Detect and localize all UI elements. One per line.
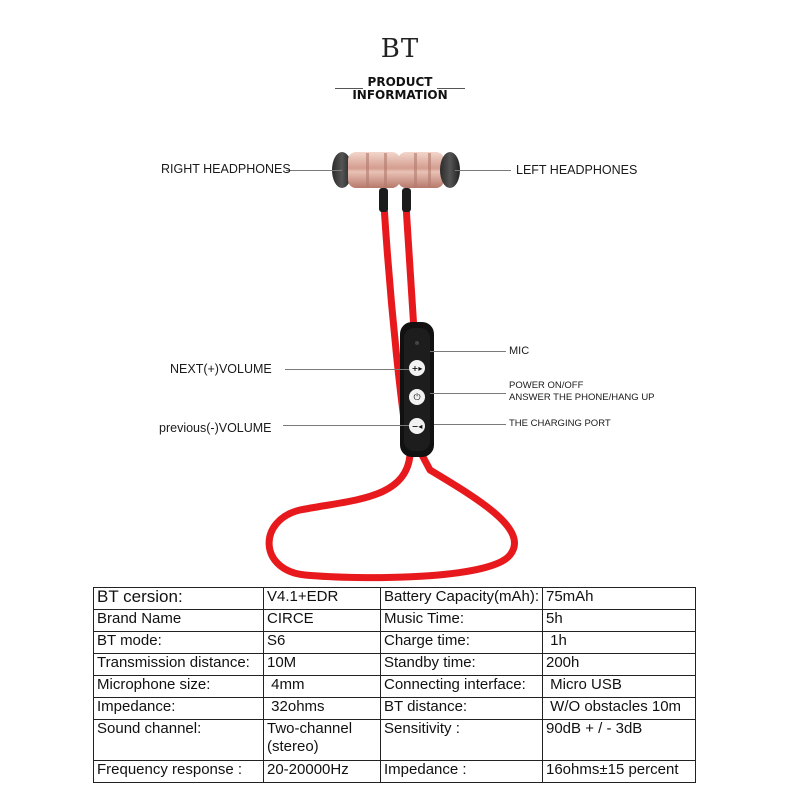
power-button-icon xyxy=(409,389,425,405)
label-mic: MIC xyxy=(509,345,530,357)
label-power: POWER ON/OFF ANSWER THE PHONE/HANG UP xyxy=(509,380,655,404)
spec-label: Frequency response : xyxy=(93,760,264,783)
left-earbud-icon xyxy=(398,152,460,188)
previous-volume-button-icon xyxy=(409,418,425,434)
label-charging-port: THE CHARGING PORT xyxy=(509,418,611,429)
spec-label: Sensitivity : xyxy=(380,719,543,761)
label-next-volume: NEXT(+)VOLUME xyxy=(170,362,272,376)
spec-value: S6 xyxy=(263,631,381,654)
subtitle-line-2: INFORMATION xyxy=(352,88,448,102)
spec-value: 16ohms±15 percent xyxy=(542,760,696,783)
earphone-illustration: +▸ ⏻ −◂ xyxy=(265,152,518,582)
table-row: Impedance: 32ohms BT distance: W/O obsta… xyxy=(93,697,696,720)
table-row: Sound channel: Two-channel (stereo) Sens… xyxy=(93,719,696,761)
spec-value: CIRCE xyxy=(263,609,381,632)
label-right-headphones: RIGHT HEADPHONES xyxy=(161,162,291,176)
table-row: BT cersion: V4.1+EDR Battery Capacity(mA… xyxy=(93,587,696,610)
spec-value: 10M xyxy=(263,653,381,676)
page-title: BT xyxy=(380,34,420,64)
spec-value: 20-20000Hz xyxy=(263,760,381,783)
spec-label: Sound channel: xyxy=(93,719,264,761)
spec-label: BT cersion: xyxy=(93,587,264,610)
spec-label: Transmission distance: xyxy=(93,653,264,676)
left-stem xyxy=(402,188,411,212)
right-stem xyxy=(379,188,388,212)
callout-line-right-headphones xyxy=(286,170,342,171)
spec-value: 90dB + / - 3dB xyxy=(542,719,696,761)
svg-text:+▸: +▸ xyxy=(412,364,423,373)
next-volume-button-icon xyxy=(409,360,425,376)
table-row: BT mode: S6 Charge time: 1h xyxy=(93,631,696,654)
callout-line-left-headphones xyxy=(455,170,511,171)
table-row: Microphone size: 4mm Connecting interfac… xyxy=(93,675,696,698)
svg-text:−◂: −◂ xyxy=(412,422,423,431)
spec-value: W/O obstacles 10m xyxy=(542,697,696,720)
spec-value: 5h xyxy=(542,609,696,632)
subtitle-rule-right xyxy=(437,88,465,89)
spec-label: Impedance : xyxy=(380,760,543,783)
label-power-line-2: ANSWER THE PHONE/HANG UP xyxy=(509,392,655,403)
spec-value: V4.1+EDR xyxy=(263,587,381,610)
spec-label: Microphone size: xyxy=(93,675,264,698)
remote-control: +▸ ⏻ −◂ xyxy=(400,322,434,457)
specification-table: BT cersion: V4.1+EDR Battery Capacity(mA… xyxy=(93,587,696,783)
svg-text:⏻: ⏻ xyxy=(413,392,420,403)
label-power-line-1: POWER ON/OFF xyxy=(509,380,584,391)
subtitle-line-1: PRODUCT xyxy=(367,75,433,89)
spec-label: Battery Capacity(mAh): xyxy=(380,587,543,610)
spec-label: Standby time: xyxy=(380,653,543,676)
spec-label: Connecting interface: xyxy=(380,675,543,698)
table-row: Brand Name CIRCE Music Time: 5h xyxy=(93,609,696,632)
spec-value: Two-channel (stereo) xyxy=(263,719,381,761)
neckband-cable xyxy=(265,201,518,582)
spec-value: Micro USB xyxy=(542,675,696,698)
section-subtitle: PRODUCT INFORMATION xyxy=(0,76,800,102)
spec-label: Charge time: xyxy=(380,631,543,654)
callout-line-charging-port xyxy=(434,424,506,425)
subtitle-rule-left xyxy=(335,88,363,89)
callout-line-previous-volume xyxy=(283,425,409,426)
label-previous-volume: previous(-)VOLUME xyxy=(159,421,272,435)
spec-label: BT mode: xyxy=(93,631,264,654)
table-row: Transmission distance: 10M Standby time:… xyxy=(93,653,696,676)
callout-line-mic xyxy=(430,351,506,352)
spec-value: 200h xyxy=(542,653,696,676)
table-row: Frequency response : 20-20000Hz Impedanc… xyxy=(93,760,696,783)
label-left-headphones: LEFT HEADPHONES xyxy=(516,163,638,177)
spec-label: Impedance: xyxy=(93,697,264,720)
mic-hole-icon xyxy=(415,341,419,345)
callout-line-power xyxy=(430,393,506,394)
right-earbud-icon xyxy=(332,152,400,188)
spec-value: 4mm xyxy=(263,675,381,698)
callout-line-next-volume xyxy=(285,369,409,370)
spec-value: 1h xyxy=(542,631,696,654)
spec-value: 32ohms xyxy=(263,697,381,720)
spec-label: Brand Name xyxy=(93,609,264,632)
spec-label: Music Time: xyxy=(380,609,543,632)
spec-value: 75mAh xyxy=(542,587,696,610)
spec-label: BT distance: xyxy=(380,697,543,720)
